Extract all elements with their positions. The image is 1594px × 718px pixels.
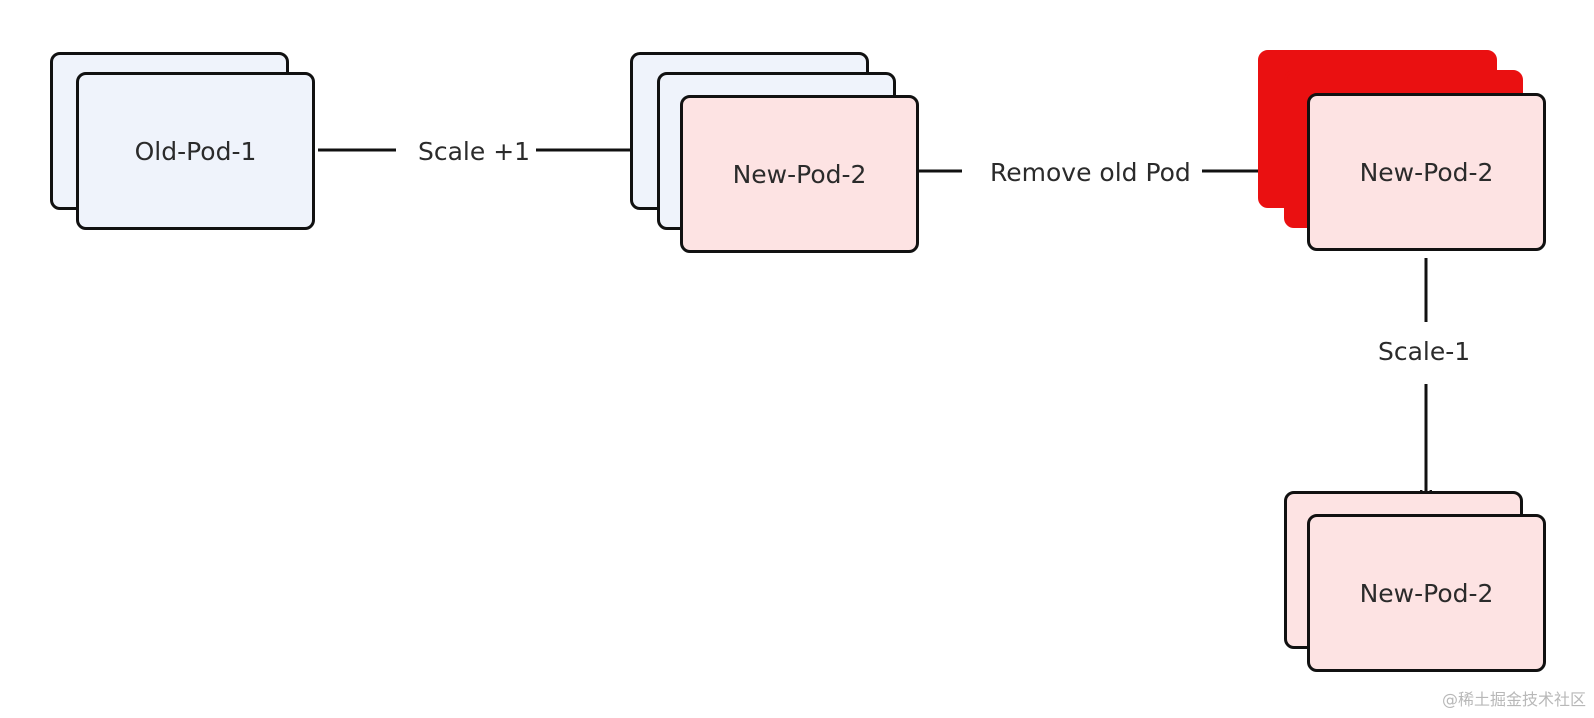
watermark-text: @稀土掘金技术社区 [1441,690,1586,709]
mid-new-front-card: New-Pod-2 [680,95,919,253]
bottom-new-label: New-Pod-2 [1359,578,1494,608]
right-new-label: New-Pod-2 [1359,157,1494,187]
remove-label: Remove old Pod [990,158,1191,187]
old-pod-label: Old-Pod-1 [134,136,257,166]
bottom-front-card: New-Pod-2 [1307,514,1546,672]
old-pod-front-card: Old-Pod-1 [76,72,315,230]
scale-up-label: Scale +1 [418,137,531,166]
scale-down-label: Scale-1 [1378,337,1471,366]
mid-new-label: New-Pod-2 [732,159,867,189]
right-new-front-card: New-Pod-2 [1307,93,1546,251]
